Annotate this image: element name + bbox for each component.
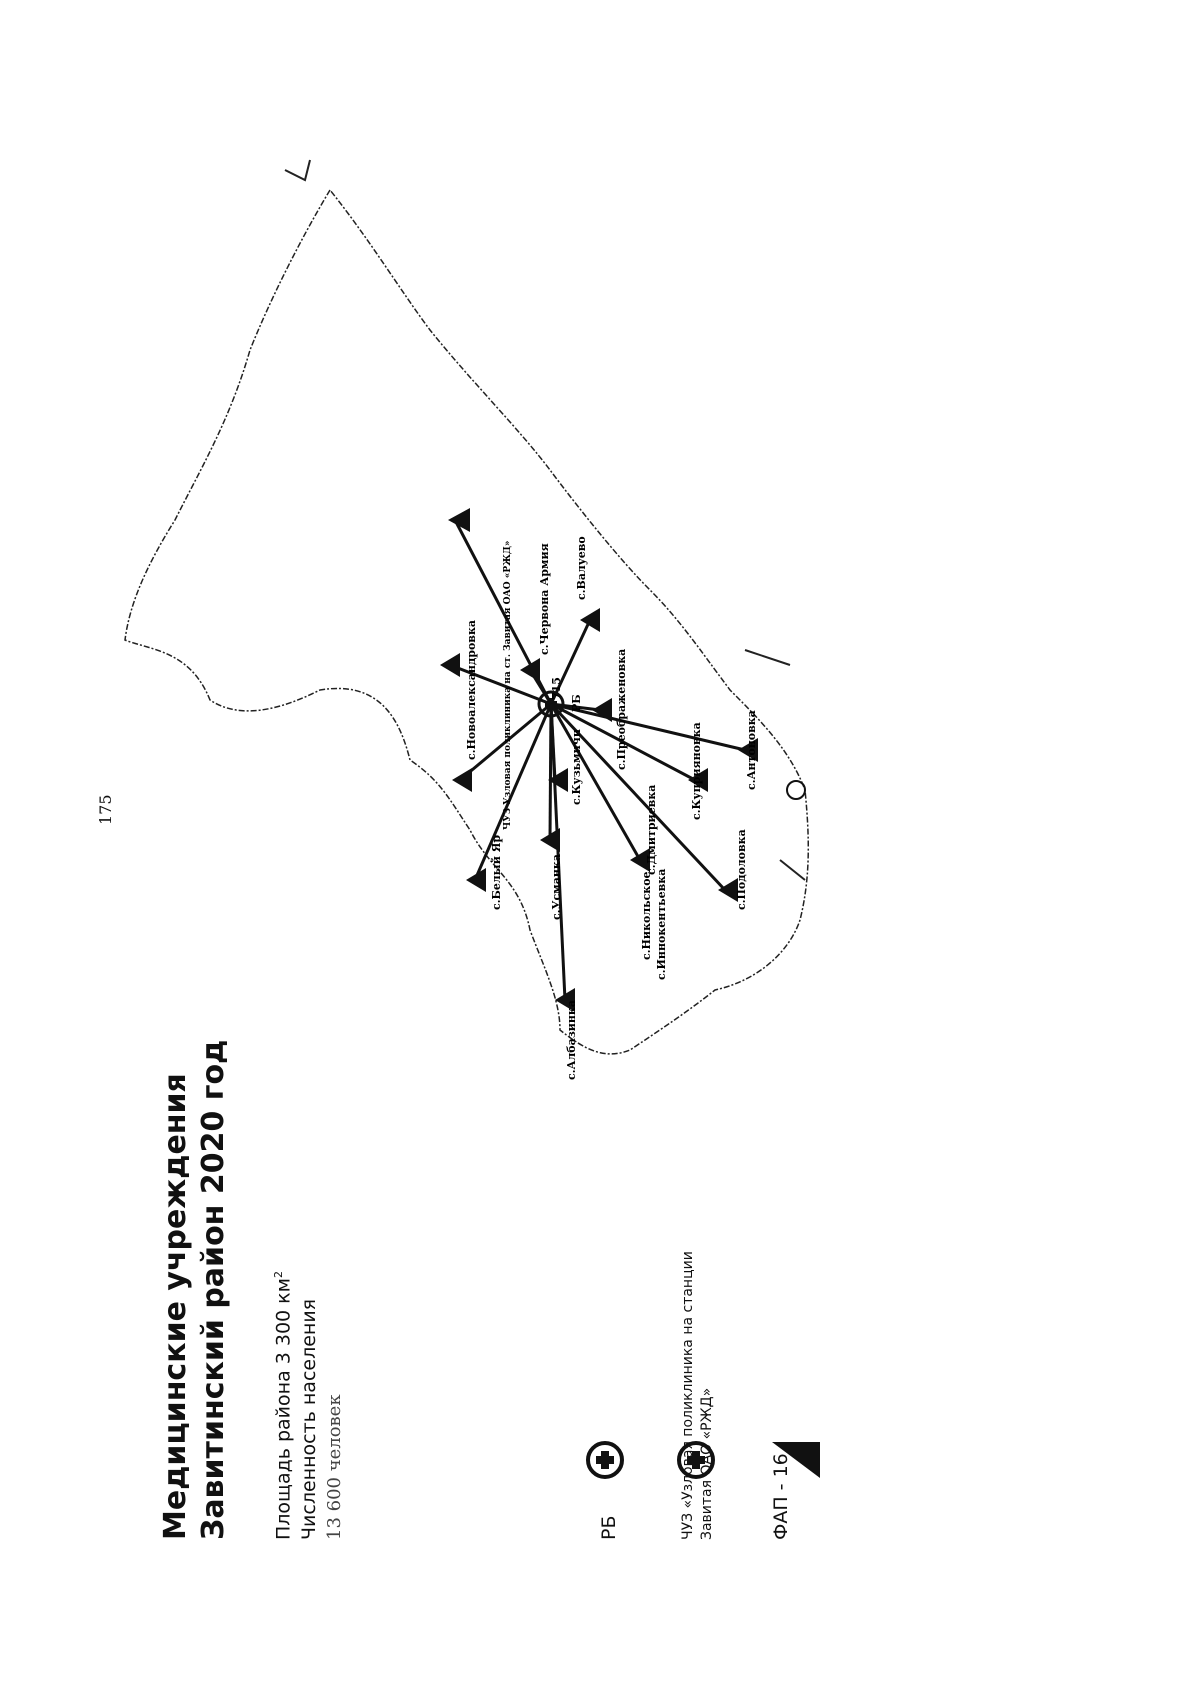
- fap-marker: [520, 658, 540, 682]
- village-label: с.Кузьмичи: [570, 729, 583, 805]
- fap-marker: [688, 768, 708, 792]
- village-label: с.Никольское: [640, 871, 653, 960]
- fap-marker: [540, 828, 560, 852]
- village-label: с.Новоалександровка: [465, 620, 478, 760]
- village-label: с.Антоновка: [745, 710, 758, 790]
- fap-marker: [718, 878, 738, 902]
- village-label: с.Преображеновка: [615, 649, 628, 770]
- village-label: с.Куприяновка: [690, 722, 703, 820]
- fap-marker: [448, 508, 470, 532]
- misc-marker: [786, 780, 806, 800]
- fap-marker: [452, 768, 472, 792]
- hub-code: 715: [550, 677, 563, 700]
- district-outline: [124, 188, 810, 1055]
- village-label: с.Иннокентьевка: [655, 869, 668, 980]
- legend-fap-icon: [772, 1442, 820, 1478]
- fap-marker: [738, 738, 758, 762]
- village-label: с.Белый Яр: [490, 835, 503, 910]
- village-label: с.Дмитриевка: [645, 785, 658, 875]
- fap-marker: [548, 768, 568, 792]
- village-label: с.Усманка: [550, 854, 563, 920]
- legend-chuz-icon: [677, 1441, 715, 1479]
- village-label: с.Албазинка: [565, 1000, 578, 1080]
- legend-rb-icon: [586, 1441, 624, 1479]
- village-label: с.Подоловка: [735, 829, 748, 910]
- map-fap-markers: [440, 508, 758, 1012]
- fap-marker: [555, 988, 575, 1012]
- fap-marker: [580, 608, 600, 632]
- hub-label: РБ: [570, 694, 583, 712]
- border-line-south: [744, 649, 806, 881]
- chuz-map-label: ЧУЗ Узловая поликлиника на ст. Завитая О…: [503, 540, 513, 830]
- village-label: с.Червона Армия: [538, 543, 551, 655]
- fap-marker: [440, 653, 460, 677]
- village-label: с.Валуево: [575, 536, 588, 600]
- fap-marker: [592, 698, 612, 722]
- fap-marker: [630, 848, 650, 872]
- fap-marker: [466, 868, 486, 892]
- outline-tick: [284, 159, 311, 182]
